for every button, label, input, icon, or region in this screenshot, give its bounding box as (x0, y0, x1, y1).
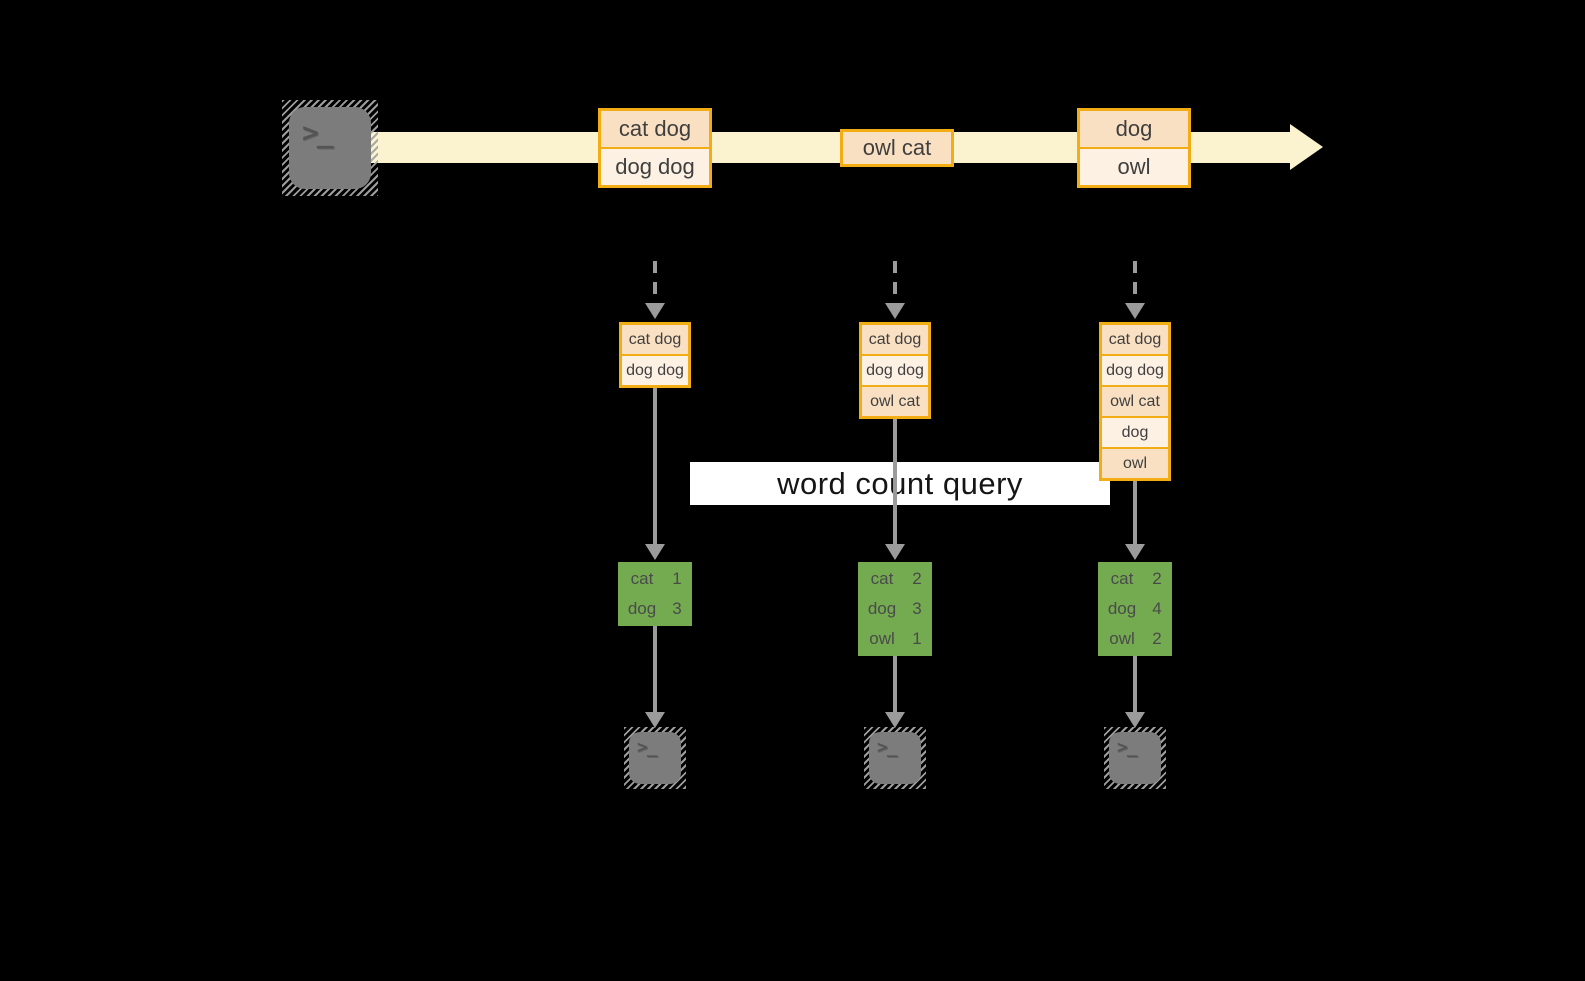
count-word: cat (630, 569, 654, 588)
terminal-screen: >_ (629, 732, 681, 784)
output-terminal-icon-1: >_ (624, 727, 686, 789)
count-value: 2 (1152, 569, 1162, 588)
stream-message-2: owl cat (840, 129, 954, 167)
output-arrow-head-icon (645, 712, 665, 728)
output-arrow-head-icon (885, 712, 905, 728)
output-terminal-icon-2: >_ (864, 727, 926, 789)
query-label: word count query (777, 465, 1023, 501)
terminal-prompt-icon: >_ (302, 116, 334, 149)
source-terminal-icon: >_ (282, 100, 378, 196)
buffer-line: dog dog (622, 354, 688, 385)
count-value: 3 (912, 599, 922, 618)
count-table-1: cat 1 dog 3 (618, 562, 692, 626)
dashed-arrow-head-icon (1125, 303, 1145, 319)
count-word: dog (867, 599, 897, 618)
window-buffer-2: cat dog dog dog owl cat (859, 322, 931, 419)
output-arrow-line (653, 626, 657, 712)
dashed-arrow-head-icon (885, 303, 905, 319)
dashed-arrow-head-icon (645, 303, 665, 319)
message-line: cat dog (601, 111, 709, 147)
query-arrow-head-icon (1125, 544, 1145, 560)
count-word: cat (870, 569, 894, 588)
message-line: owl cat (843, 132, 951, 164)
terminal-prompt-icon: >_ (877, 737, 898, 758)
query-band: word count query (690, 462, 1110, 505)
count-value: 3 (672, 599, 682, 618)
query-arrow-head-icon (645, 544, 665, 560)
stream-message-3: dog owl (1077, 108, 1191, 188)
buffer-line: owl (1102, 447, 1168, 478)
output-arrow-head-icon (1125, 712, 1145, 728)
count-table-2: cat 2 dog 3 owl 1 (858, 562, 932, 656)
count-word: dog (627, 599, 657, 618)
terminal-screen: >_ (1109, 732, 1161, 784)
dashed-arrow-line (893, 261, 897, 305)
buffer-line: cat dog (1102, 325, 1168, 354)
query-arrow-head-icon (885, 544, 905, 560)
terminal-screen: >_ (289, 107, 371, 189)
buffer-line: cat dog (622, 325, 688, 354)
query-arrow-line (653, 388, 657, 544)
window-buffer-3: cat dog dog dog owl cat dog owl (1099, 322, 1171, 481)
stream-arrow-head (1290, 124, 1323, 170)
stream-message-1: cat dog dog dog (598, 108, 712, 188)
buffer-line: dog dog (862, 354, 928, 385)
buffer-line: dog (1102, 416, 1168, 447)
count-word: cat (1110, 569, 1134, 588)
output-arrow-line (893, 656, 897, 712)
count-word: dog (1107, 599, 1137, 618)
terminal-prompt-icon: >_ (1117, 737, 1138, 758)
output-terminal-icon-3: >_ (1104, 727, 1166, 789)
message-line: owl (1080, 147, 1188, 185)
count-word: owl (869, 629, 895, 648)
query-arrow-line (893, 419, 897, 544)
buffer-line: cat dog (862, 325, 928, 354)
query-arrow-line (1133, 481, 1137, 544)
dashed-arrow-line (1133, 261, 1137, 305)
count-value: 2 (1152, 629, 1162, 648)
count-table-3: cat 2 dog 4 owl 2 (1098, 562, 1172, 656)
count-word: owl (1109, 629, 1135, 648)
buffer-line: dog dog (1102, 354, 1168, 385)
buffer-line: owl cat (862, 385, 928, 416)
message-line: dog (1080, 111, 1188, 147)
count-value: 1 (672, 569, 682, 588)
dashed-arrow-line (653, 261, 657, 305)
count-value: 2 (912, 569, 922, 588)
count-value: 1 (912, 629, 922, 648)
output-arrow-line (1133, 656, 1137, 712)
message-line: dog dog (601, 147, 709, 185)
terminal-prompt-icon: >_ (637, 737, 658, 758)
buffer-line: owl cat (1102, 385, 1168, 416)
terminal-screen: >_ (869, 732, 921, 784)
window-buffer-1: cat dog dog dog (619, 322, 691, 388)
count-value: 4 (1152, 599, 1162, 618)
